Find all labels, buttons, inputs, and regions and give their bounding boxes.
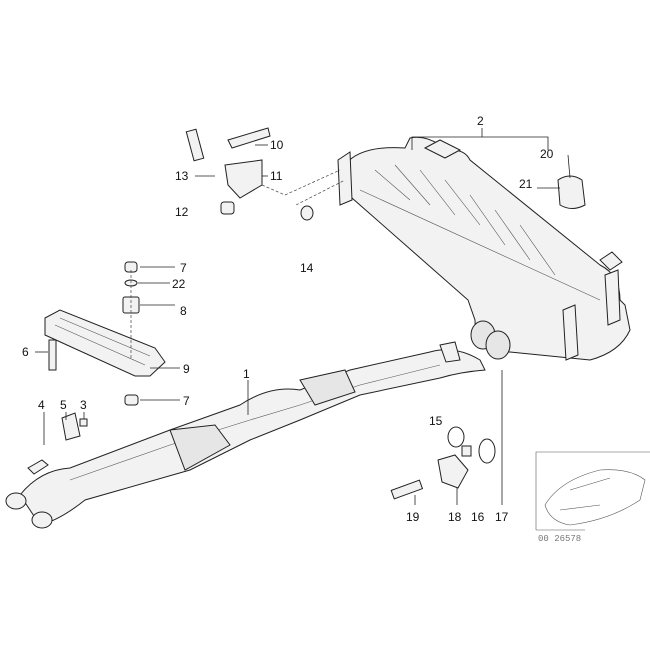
callout-9[interactable]: 9 <box>183 362 190 376</box>
callout-1[interactable]: 1 <box>243 367 250 381</box>
callout-22[interactable]: 22 <box>172 277 186 291</box>
callout-14[interactable]: 14 <box>300 261 314 275</box>
callout-7-top[interactable]: 7 <box>180 261 187 275</box>
vehicle-thumbnail[interactable]: 00 26578 <box>535 451 650 544</box>
heat-shield[interactable] <box>44 309 166 377</box>
callout-4[interactable]: 4 <box>38 398 45 412</box>
callout-17[interactable]: 17 <box>495 510 509 524</box>
callout-16[interactable]: 16 <box>471 510 485 524</box>
front-pipe[interactable] <box>5 341 486 529</box>
callout-7-bottom[interactable]: 7 <box>183 394 190 408</box>
callout-19[interactable]: 19 <box>406 510 420 524</box>
callout-20[interactable]: 20 <box>540 147 554 161</box>
callout-5[interactable]: 5 <box>60 398 67 412</box>
callout-8[interactable]: 8 <box>180 304 187 318</box>
callout-18[interactable]: 18 <box>448 510 462 524</box>
callout-10[interactable]: 10 <box>270 138 284 152</box>
callout-labels: 2 20 21 10 11 13 12 14 7 22 8 6 9 7 1 4 … <box>22 114 554 524</box>
leader-lines <box>35 128 560 505</box>
callout-2[interactable]: 2 <box>477 114 484 128</box>
rear-muffler[interactable] <box>337 136 631 361</box>
callout-15[interactable]: 15 <box>429 414 443 428</box>
callout-3[interactable]: 3 <box>80 398 87 412</box>
thumbnail-code: 00 26578 <box>538 534 581 544</box>
callout-6[interactable]: 6 <box>22 345 29 359</box>
callout-12[interactable]: 12 <box>175 205 189 219</box>
callout-13[interactable]: 13 <box>175 169 189 183</box>
callout-11[interactable]: 11 <box>270 169 283 183</box>
callout-21[interactable]: 21 <box>519 177 533 191</box>
small-parts <box>27 127 586 500</box>
